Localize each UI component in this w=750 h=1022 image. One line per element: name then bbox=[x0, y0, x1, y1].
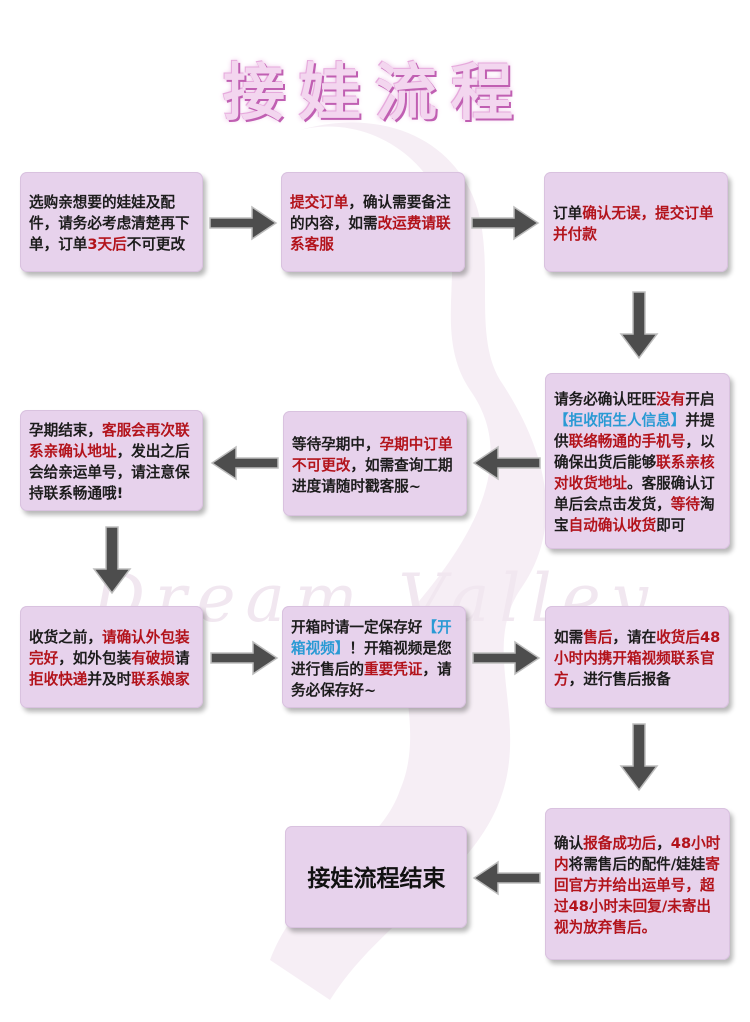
step-text-segment: 开启 bbox=[685, 391, 715, 408]
step-text-segment: 确认 bbox=[554, 835, 584, 852]
step-text-9: 如需售后，请在收货后48小时内携开箱视频联系官方，进行售后报备 bbox=[554, 627, 721, 690]
step-text-segment: ，进行售后报备 bbox=[568, 671, 671, 688]
step-text-segment: 3天后 bbox=[87, 236, 127, 253]
step-text-segment: 联系亲核对收货地址 bbox=[554, 454, 715, 492]
arrow-down-icon bbox=[92, 526, 132, 595]
step-text-segment: ，发出之后会给亲运单号，请注意保持联系畅通哦! bbox=[29, 443, 190, 502]
step-text-segment: 并及时 bbox=[87, 671, 132, 688]
step-box-7: 收货之前，请确认外包装完好，如外包装有破损请拒收快递并及时联系娘家 bbox=[20, 606, 203, 708]
step-text-segment: 接娃流程结束 bbox=[307, 865, 446, 892]
step-box-2: 提交订单，确认需要备注的内容，如需改运费请联系客服 bbox=[281, 172, 465, 272]
step-box-5: 等待孕期中，孕期中订单不可更改，如需查询工期进度请随时戳客服~ bbox=[283, 411, 467, 516]
step-text-segment: 请务必确认旺旺 bbox=[554, 391, 657, 408]
step-text-segment: ， bbox=[656, 835, 671, 852]
step-text-segment: 联系娘家 bbox=[131, 671, 190, 688]
step-text-segment: 自动确认收货 bbox=[568, 517, 657, 534]
step-text-segment: ，确认需要备注的内容，如需 bbox=[290, 194, 451, 232]
step-text-segment: 改运费请联系客服 bbox=[290, 215, 451, 253]
step-text-5: 等待孕期中，孕期中订单不可更改，如需查询工期进度请随时戳客服~ bbox=[292, 434, 459, 497]
step-box-8: 开箱时请一定保存好【开箱视频】！开箱视频是您进行售后的重要凭证，请务必保存好~ bbox=[282, 606, 466, 708]
step-text-segment: 请 bbox=[174, 650, 190, 667]
step-text-segment: 等待 bbox=[670, 496, 700, 513]
step-text-segment: 如需 bbox=[554, 629, 584, 646]
step-text-8: 开箱时请一定保存好【开箱视频】！开箱视频是您进行售后的重要凭证，请务必保存好~ bbox=[291, 617, 458, 701]
step-box-1: 选购亲想要的娃娃及配件，请务必考虑清楚再下单，订单3天后不可更改 bbox=[20, 172, 203, 272]
step-text-segment: ！开箱视频是您进行售后的 bbox=[291, 639, 452, 678]
arrow-down-icon bbox=[619, 723, 659, 792]
page-title: 接娃流程 bbox=[222, 56, 527, 129]
step-text-4: 请务必确认旺旺没有开启【拒收陌生人信息】并提供联络畅通的手机号，以确保出货后能够… bbox=[554, 389, 722, 536]
step-box-4: 请务必确认旺旺没有开启【拒收陌生人信息】并提供联络畅通的手机号，以确保出货后能够… bbox=[545, 373, 730, 549]
step-text-segment: 提交订单 bbox=[290, 194, 349, 211]
step-text-1: 选购亲想要的娃娃及配件，请务必考虑清楚再下单，订单3天后不可更改 bbox=[29, 192, 195, 255]
step-text-segment: 开箱时请一定保存好 bbox=[291, 618, 423, 636]
step-text-segment: 【开箱视频】 bbox=[291, 618, 452, 657]
arrow-right-icon bbox=[209, 205, 278, 241]
step-text-segment: 确认无误，提交订单并付款 bbox=[553, 204, 714, 243]
arrow-left-icon bbox=[472, 445, 541, 481]
arrow-right-icon bbox=[472, 640, 541, 676]
step-text-segment: 收货后48小时内携开箱视频联系官方 bbox=[554, 629, 721, 688]
step-text-segment: 拒收快递 bbox=[29, 671, 88, 688]
step-text-segment: 等待孕期中， bbox=[292, 435, 380, 453]
step-text-segment: 客服会再次联系亲确认地址 bbox=[29, 422, 190, 460]
step-text-segment: 不可更改 bbox=[126, 236, 186, 253]
step-box-9: 如需售后，请在收货后48小时内携开箱视频联系官方，进行售后报备 bbox=[545, 606, 729, 708]
arrow-left-icon bbox=[210, 445, 279, 481]
step-text-segment: 有破损 bbox=[131, 650, 175, 667]
step-box-3: 订单确认无误，提交订单并付款 bbox=[544, 172, 728, 272]
step-text-segment: 。客服确认订单后会点击发货， bbox=[554, 475, 715, 513]
arrow-right-icon bbox=[471, 205, 540, 241]
arrow-right-icon bbox=[210, 640, 279, 676]
step-text-segment: 请确认外包装完好 bbox=[29, 629, 190, 667]
step-box-10: 确认报备成功后，48小时内将需售后的配件/娃娃寄回官方并给出运单号，超过48小时… bbox=[545, 808, 730, 960]
step-text-segment: ，请在 bbox=[612, 629, 657, 646]
step-text-segment: ，如外包装 bbox=[58, 650, 132, 667]
step-text-7: 收货之前，请确认外包装完好，如外包装有破损请拒收快递并及时联系娘家 bbox=[29, 627, 195, 690]
step-text-segment: 寄回官方并给出运单号，超过48小时未回复/未寄出视为放弃售后。 bbox=[554, 856, 720, 936]
end-text: 接娃流程结束 bbox=[294, 864, 459, 894]
step-text-segment: 并提供 bbox=[554, 412, 715, 450]
step-text-segment: ，以确保出货后能够 bbox=[554, 433, 715, 471]
step-text-segment: 收货之前， bbox=[29, 629, 102, 646]
step-text-segment: 没有 bbox=[656, 391, 686, 408]
step-text-2: 提交订单，确认需要备注的内容，如需改运费请联系客服 bbox=[290, 192, 457, 255]
step-box-end: 接娃流程结束 bbox=[285, 826, 467, 928]
step-text-10: 确认报备成功后，48小时内将需售后的配件/娃娃寄回官方并给出运单号，超过48小时… bbox=[554, 833, 722, 938]
step-text-segment: 48小时内 bbox=[554, 835, 721, 873]
step-text-segment: 即可 bbox=[656, 517, 686, 534]
arrow-down-icon bbox=[619, 291, 659, 360]
step-text-segment: 选购亲想要的娃娃及配件，请务必考虑清楚再下单，订单 bbox=[29, 194, 190, 253]
step-text-segment: 订单 bbox=[553, 204, 583, 222]
step-text-3: 订单确认无误，提交订单并付款 bbox=[553, 203, 720, 245]
step-text-segment: 联络畅通的手机号 bbox=[568, 433, 686, 450]
step-text-segment: 售后 bbox=[583, 629, 613, 646]
step-box-6: 孕期结束，客服会再次联系亲确认地址，发出之后会给亲运单号，请注意保持联系畅通哦! bbox=[20, 410, 203, 511]
step-text-6: 孕期结束，客服会再次联系亲确认地址，发出之后会给亲运单号，请注意保持联系畅通哦! bbox=[29, 420, 195, 504]
step-text-segment: 报备成功后 bbox=[583, 835, 657, 852]
arrow-left-icon bbox=[472, 860, 541, 896]
step-text-segment: 将需售后的配件/娃娃 bbox=[568, 856, 706, 873]
step-text-segment: 孕期中订单不可更改 bbox=[292, 435, 453, 474]
step-text-segment: 孕期结束， bbox=[29, 422, 102, 439]
step-text-segment: 淘宝 bbox=[554, 496, 715, 534]
step-text-segment: ，请务必保存好~ bbox=[291, 660, 452, 699]
step-text-segment: ，如需查询工期进度请随时戳客服~ bbox=[292, 456, 453, 495]
step-text-segment: 重要凭证 bbox=[363, 660, 423, 678]
step-text-segment: 【拒收陌生人信息】 bbox=[554, 412, 686, 429]
